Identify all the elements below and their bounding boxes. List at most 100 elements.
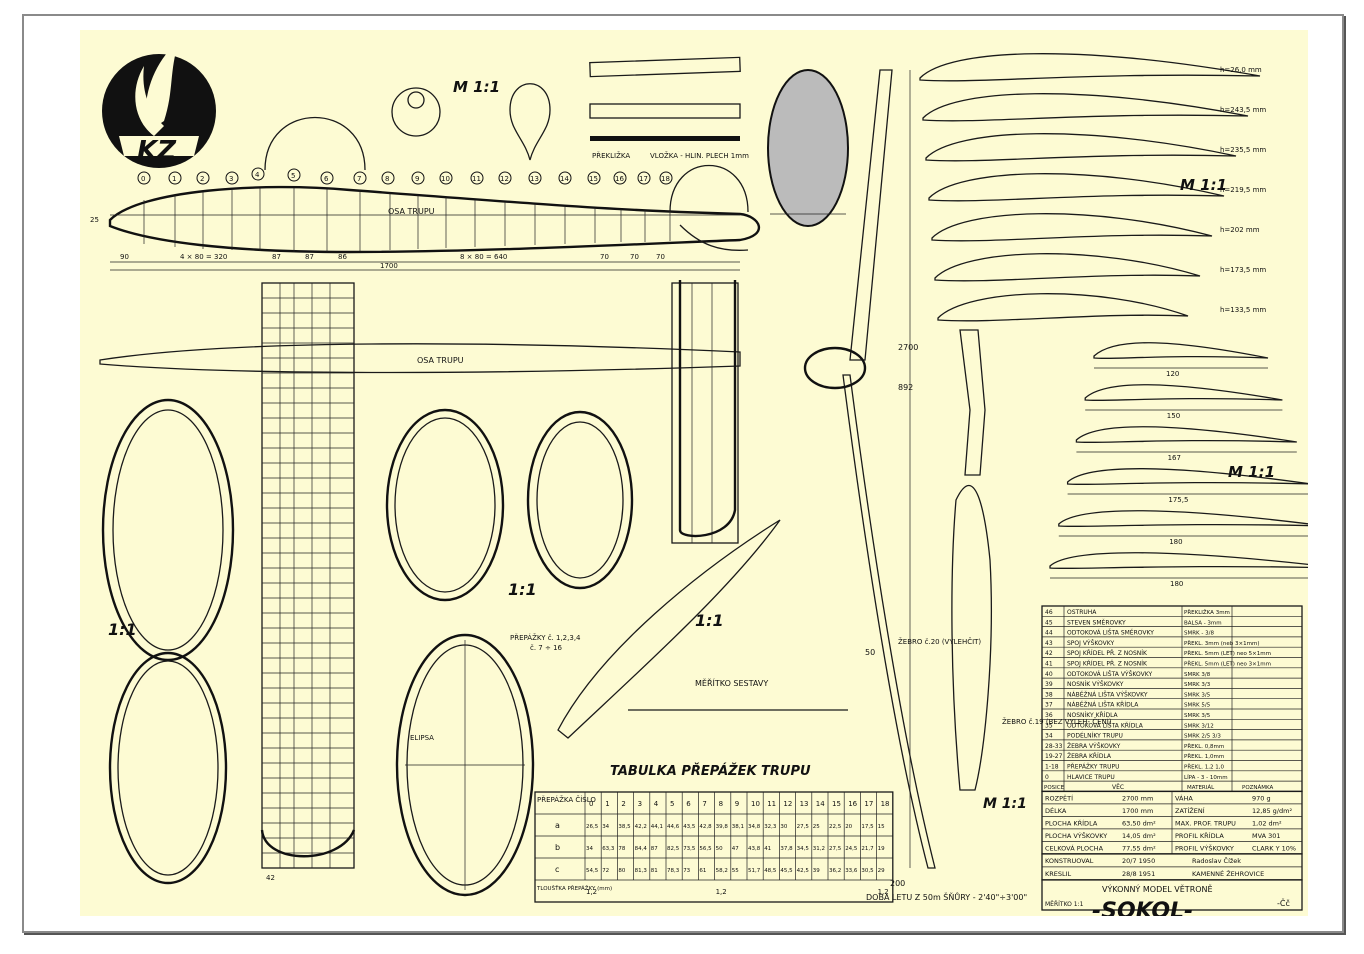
table-col-header: 9 bbox=[735, 800, 739, 808]
table-col-header: 4 bbox=[654, 800, 659, 808]
parts-name: PODÉLNÍKY TRUPU bbox=[1067, 732, 1123, 740]
table-cell: 43,5 bbox=[683, 824, 696, 830]
rib-height: h=243,5 mm bbox=[1220, 106, 1266, 114]
table-cell: 73,5 bbox=[683, 846, 696, 852]
svg-text:7: 7 bbox=[357, 175, 361, 183]
credit-role: KONSTRUOVAL bbox=[1045, 857, 1094, 865]
table-cell: 55 bbox=[732, 868, 739, 874]
table-thickness-value: 1,2 bbox=[716, 888, 727, 896]
scale-m11-c: M 1:1 bbox=[1228, 463, 1275, 481]
stab-rib bbox=[1066, 468, 1308, 486]
svg-text:OSA TRUPU: OSA TRUPU bbox=[417, 356, 464, 365]
credit-name: KAMENNÉ ŽEHROVICE bbox=[1192, 869, 1264, 878]
table-col-header: 16 bbox=[848, 800, 857, 808]
parts-name: ODTOKOVÁ LIŠTA SMĚROVKY bbox=[1067, 629, 1154, 637]
table-col-header: 12 bbox=[783, 800, 792, 808]
width-50: 50 bbox=[865, 648, 875, 657]
table-col-header: 14 bbox=[816, 800, 825, 808]
joiner-details: PŘEKLIŽKA VLOŽKA - HLIN. PLECH 1mm bbox=[589, 56, 749, 160]
table-cell: 15 bbox=[878, 824, 885, 830]
parts-name: ŽEBRA KŘÍDLA bbox=[1067, 752, 1112, 760]
table-col-header: 3 bbox=[638, 800, 642, 808]
svg-text:15: 15 bbox=[589, 175, 598, 183]
meritko-label: MĚŘÍTKO SESTAVY bbox=[695, 677, 768, 688]
table-cell: 84,4 bbox=[635, 846, 648, 852]
table-title: TABULKA PŘEPÁŽEK TRUPU bbox=[610, 763, 811, 779]
table-cell: 34 bbox=[586, 846, 593, 852]
width-200: 200 bbox=[890, 879, 905, 888]
spec-key: PLOCHA VÝŠKOVKY bbox=[1045, 831, 1107, 840]
parts-mat: SMRK 2/5 3/3 bbox=[1184, 734, 1221, 740]
svg-text:1: 1 bbox=[172, 175, 176, 183]
table-cell: 54,5 bbox=[586, 868, 599, 874]
front-view-wing: 2700 892 200 50 ŽEBRO č.20 (VYLEHČIT) ŽE… bbox=[803, 69, 1112, 902]
parts-mat: LÍPA - 3 - 10mm bbox=[1184, 774, 1228, 781]
rib-height: h=202 mm bbox=[1220, 226, 1260, 234]
table-col-header: 13 bbox=[800, 800, 809, 808]
bulkhead-details-top: M 1:1 bbox=[391, 78, 551, 161]
parts-mat: PŘEKL. 5mm (LET) neo 5×1mm bbox=[1184, 649, 1271, 657]
spec-key: VÁHA bbox=[1175, 793, 1193, 802]
spec-value: 970 g bbox=[1252, 794, 1271, 802]
table-cell: 34 bbox=[602, 824, 609, 830]
parts-pos: 37 bbox=[1045, 702, 1053, 709]
stab-width: 180 bbox=[1169, 538, 1182, 546]
table-cell: 81,3 bbox=[635, 868, 648, 874]
wing-rib bbox=[928, 173, 1225, 202]
scale-11-c: 1:1 bbox=[695, 611, 724, 630]
credit-date: 28/8 1951 bbox=[1122, 870, 1155, 878]
spec-value: 12,85 g/dm² bbox=[1252, 807, 1292, 815]
dim-25: 25 bbox=[90, 216, 99, 224]
table-cell: 87 bbox=[651, 846, 658, 852]
parts-name: SPOJ VÝŠKOVKY bbox=[1067, 640, 1114, 647]
parts-pos: 45 bbox=[1045, 619, 1053, 626]
spec-value: 1700 mm bbox=[1122, 807, 1153, 815]
table-header-label: PŘEPÁŽKA ČÍSLO bbox=[537, 795, 596, 804]
table-cell: 34,8 bbox=[748, 824, 761, 830]
station-markers: 0 1 2 3 4 5 6 7 8 9 10 11 12 13 14 15 16… bbox=[137, 167, 673, 185]
table-cell: 34,5 bbox=[797, 846, 810, 852]
wing-rib bbox=[919, 53, 1261, 82]
dim-90: 90 bbox=[120, 253, 129, 261]
stab-width: 167 bbox=[1168, 454, 1181, 462]
table-col-header: 0 bbox=[589, 800, 593, 808]
parts-name: NOSNÍKY KŘÍDLA bbox=[1067, 711, 1119, 719]
spec-key: MAX. PROF. TRUPU bbox=[1175, 819, 1236, 827]
wing-root-rib-view: M 1:1 bbox=[951, 484, 1027, 812]
parts-name: STEVEN SMĚROVKY bbox=[1067, 618, 1126, 626]
svg-text:3: 3 bbox=[229, 175, 233, 183]
svg-text:12: 12 bbox=[500, 175, 509, 183]
svg-text:KZ: KZ bbox=[137, 136, 177, 166]
dim-86: 86 bbox=[338, 253, 347, 261]
parts-header-name: VĚC bbox=[1112, 783, 1124, 791]
parts-mat: PŘEKLIŽKA 3mm bbox=[1184, 608, 1230, 616]
scale-m11-b: M 1:1 bbox=[1180, 176, 1227, 194]
parts-pos: 19-27 bbox=[1045, 753, 1063, 760]
parts-pos: 43 bbox=[1045, 640, 1053, 647]
table-col-header: 6 bbox=[686, 800, 691, 808]
svg-text:13: 13 bbox=[530, 175, 539, 183]
table-cell: 42,5 bbox=[797, 868, 810, 874]
table-cell: 38,5 bbox=[618, 824, 631, 830]
table-col-header: 18 bbox=[881, 800, 890, 808]
rib-height: h=235,5 mm bbox=[1220, 146, 1266, 154]
parts-pos: 0 bbox=[1045, 774, 1049, 781]
parts-header-note: POZNÁMKA bbox=[1242, 784, 1274, 791]
svg-text:16: 16 bbox=[615, 175, 624, 183]
parts-name: ŽEBRA VÝŠKOVKY bbox=[1067, 742, 1121, 750]
table-col-header: 10 bbox=[751, 800, 760, 808]
svg-text:5: 5 bbox=[291, 172, 295, 180]
wing-rib-profiles: h=26,0 mmh=243,5 mmh=235,5 mmh=219,5 mmh… bbox=[919, 53, 1266, 322]
fuselage-top-view: OSA TRUPU bbox=[99, 343, 741, 374]
table-cell: 29 bbox=[878, 868, 885, 874]
table-cell: 41 bbox=[764, 846, 771, 852]
svg-text:9: 9 bbox=[415, 175, 419, 183]
stab-rib bbox=[1084, 384, 1283, 402]
stab-rib bbox=[1093, 342, 1269, 360]
spec-key: DÉLKA bbox=[1045, 806, 1067, 815]
table-cell: 58,2 bbox=[716, 868, 728, 874]
spec-value: MVA 301 bbox=[1252, 832, 1281, 840]
table-cell: 51,7 bbox=[748, 868, 761, 874]
svg-text:18: 18 bbox=[661, 175, 670, 183]
